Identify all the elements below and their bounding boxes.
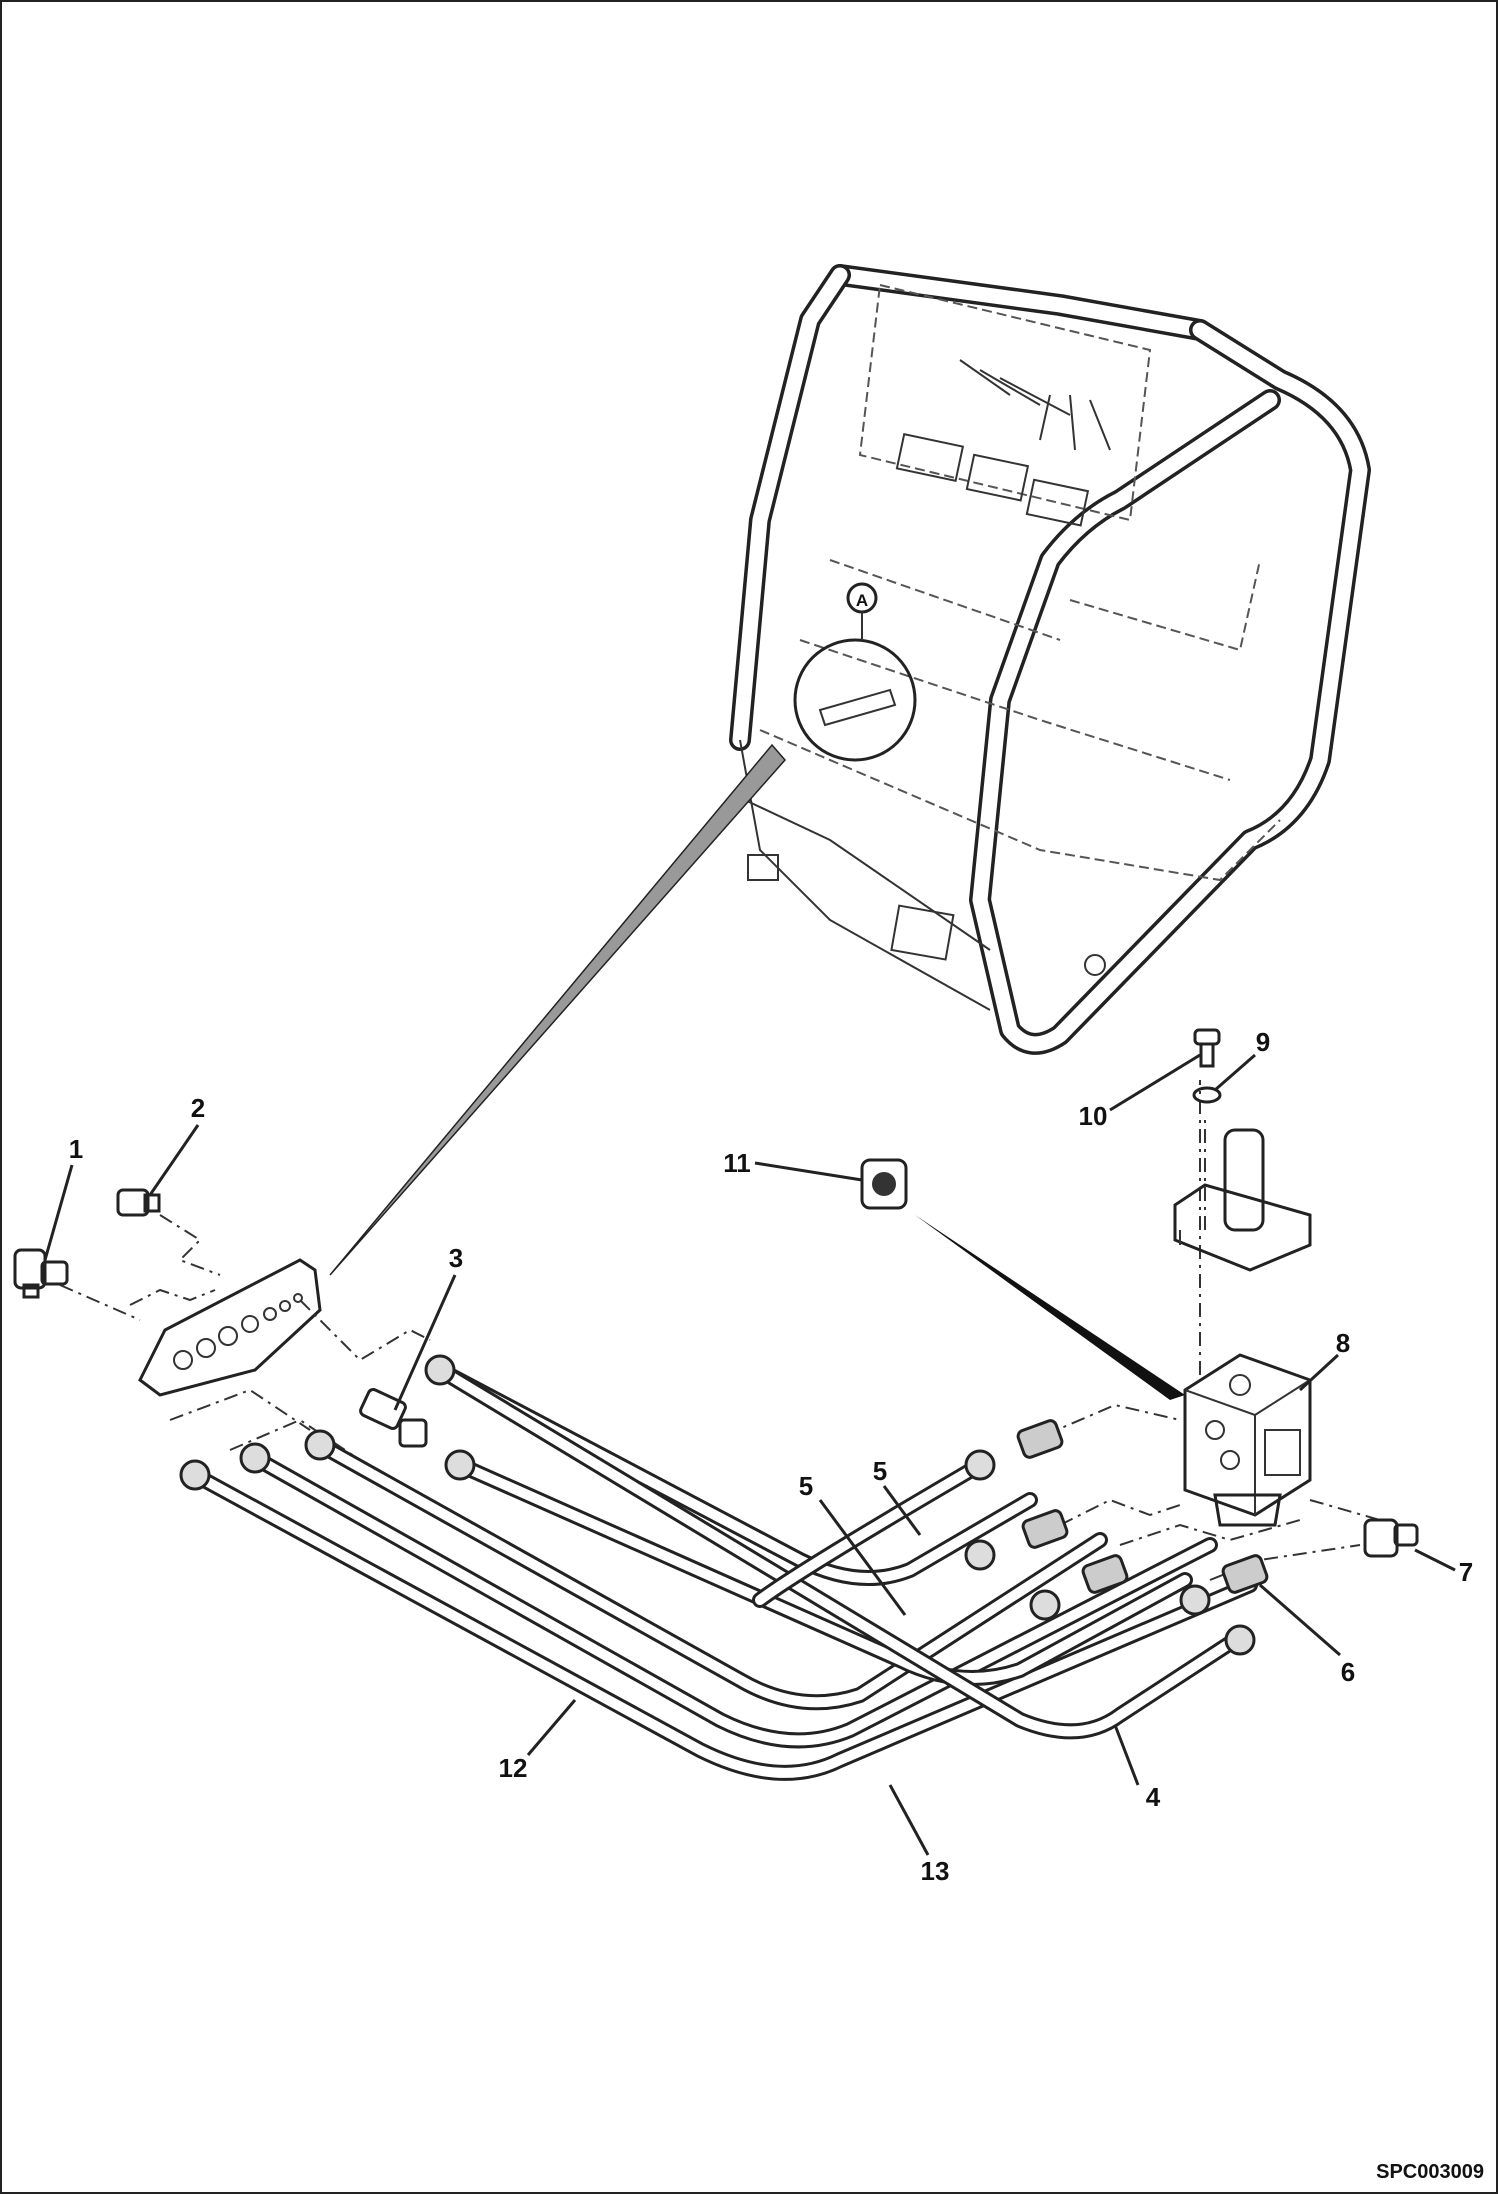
callout-13: 13 [921,1856,950,1886]
mounting-bracket [1173,1128,1312,1272]
fitting-2 [116,1188,161,1217]
manifold-plate [138,1258,322,1397]
drawing-code: SPC003009 [1376,2161,1484,2183]
callout-4: 4 [1146,1782,1161,1812]
callout-7: 7 [1459,1557,1473,1587]
hydraulic-tubes [187,1362,1258,1781]
callout-8: 8 [1336,1328,1350,1358]
adapters [1016,1419,1269,1594]
callout-5b: 5 [799,1471,813,1501]
callout-12: 12 [499,1753,528,1783]
detail-leader [329,743,786,1276]
valve-block [1183,1353,1312,1527]
detail-marker-a: A [856,591,868,610]
callout-11: 11 [723,1148,751,1178]
callout-2: 2 [191,1093,205,1123]
fitting-1 [13,1248,69,1299]
plug-11 [860,1158,908,1210]
callout-6: 6 [1341,1657,1355,1687]
bolt-and-washer [1192,1028,1222,1104]
assembly-lines [59,1080,1381,1581]
plug-leader [915,1215,1185,1400]
callout-labels: 1 2 3 4 5 5 6 7 8 9 10 11 12 13 [69,1027,1473,1886]
callout-leaders [43,1053,1456,1856]
callout-1: 1 [69,1134,83,1164]
fitting-7 [1363,1518,1419,1558]
callout-9: 9 [1256,1027,1270,1057]
callout-3: 3 [449,1243,463,1273]
cab-frame: A [729,264,1371,1055]
callout-5a: 5 [873,1456,887,1486]
callout-10: 10 [1079,1101,1108,1131]
fitting-3 [359,1388,428,1448]
tube-nuts [179,1354,1256,1656]
